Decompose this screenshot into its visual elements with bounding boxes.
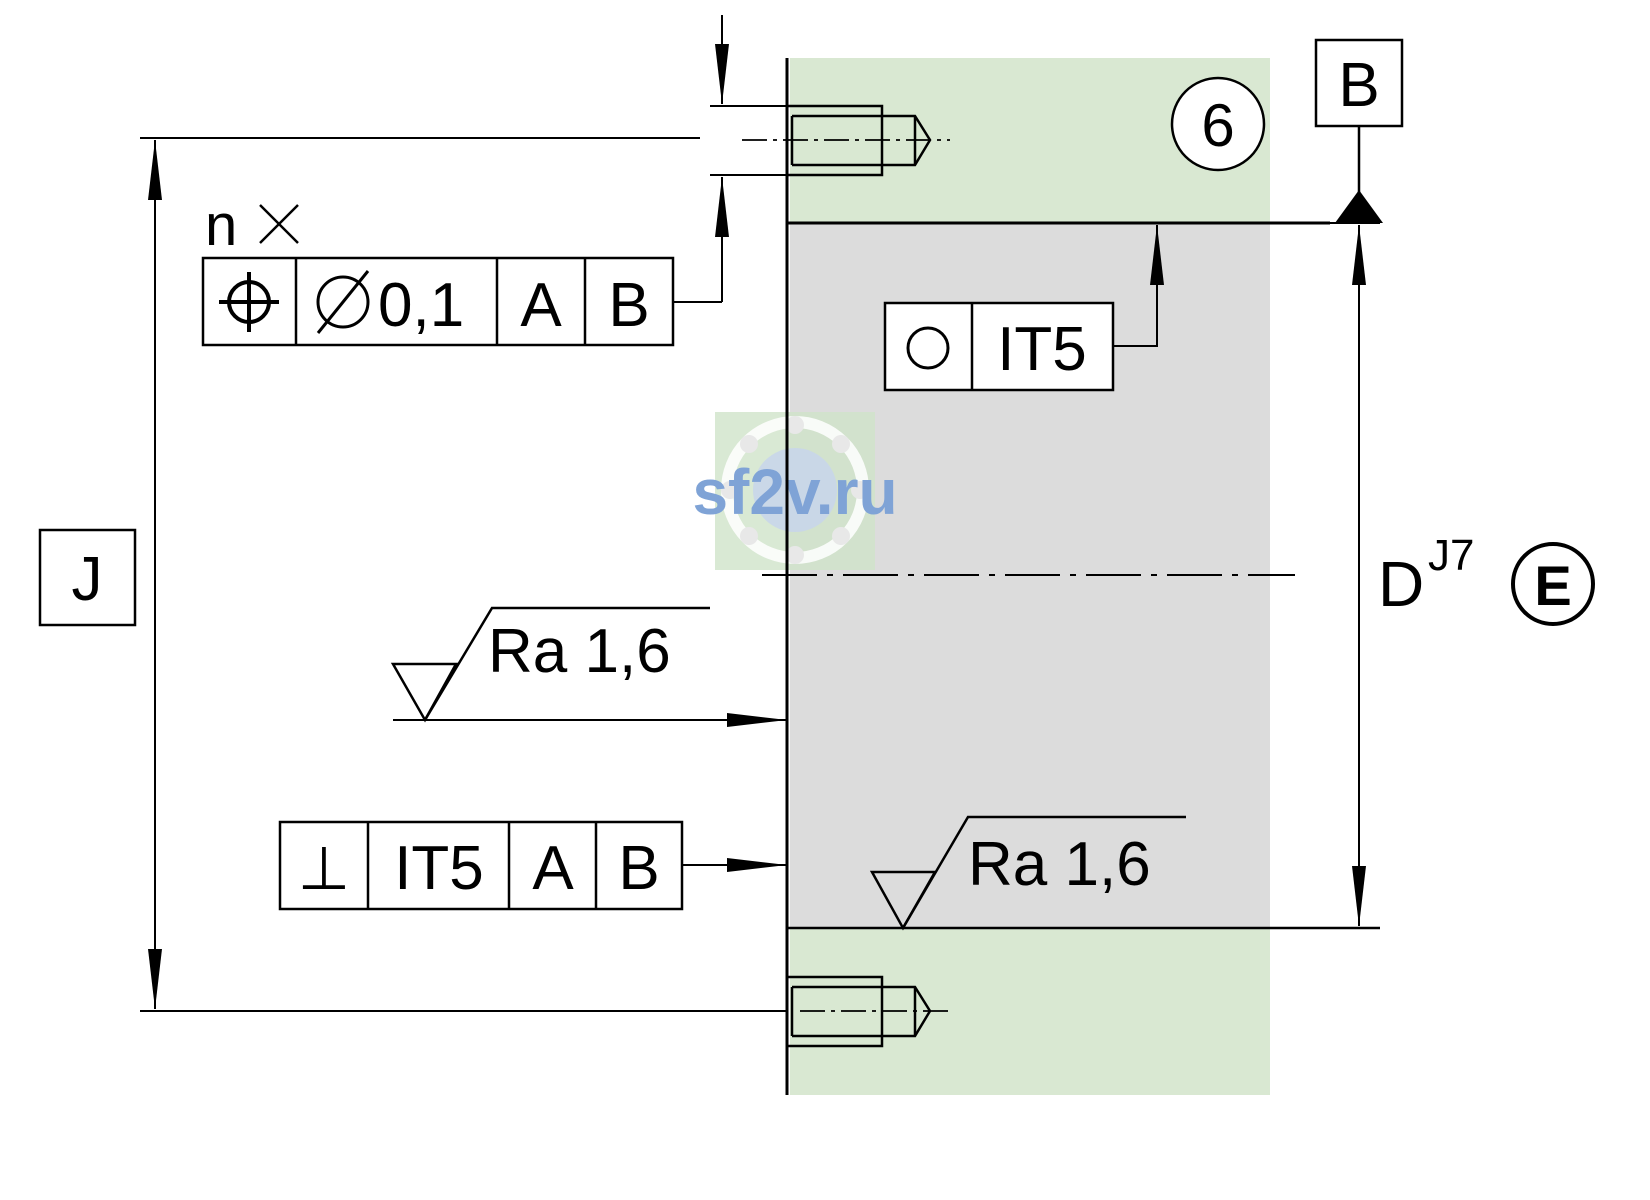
detail-number: 6 <box>1201 92 1234 159</box>
dim-J-label: J <box>72 545 103 614</box>
perpendicularity-datum-2: B <box>618 834 659 903</box>
perpendicularity-tolerance-frame <box>278 820 684 911</box>
perpendicularity-icon: ⊥ <box>298 835 350 902</box>
dim-J-box <box>38 528 137 627</box>
position-icon <box>219 272 279 332</box>
watermark-text: sf2v.ru <box>692 456 897 528</box>
position-datum-2: B <box>608 271 649 340</box>
perpendicularity-tolerance-value: IT5 <box>394 834 484 903</box>
roundness-tolerance-value: IT5 <box>997 315 1087 384</box>
datum-B-box <box>1314 38 1404 128</box>
diameter-icon <box>316 270 370 334</box>
roughness-left-value: Ra 1,6 <box>488 617 671 686</box>
detail-number-circle <box>1170 76 1266 172</box>
watermark-logo <box>715 412 875 570</box>
datum-triangle-icon <box>1335 190 1383 223</box>
circularity-icon <box>906 326 950 370</box>
datum-B-label: B <box>1338 51 1379 120</box>
dim-D-label: D <box>1378 548 1424 620</box>
roundness-tolerance-frame <box>883 301 1115 392</box>
roundness-leader <box>1113 225 1164 347</box>
housing-lower-zone <box>790 928 1270 1095</box>
position-datum-1: A <box>520 271 562 340</box>
roughness-symbol-left <box>390 606 710 723</box>
roughness-symbol-bottom <box>869 815 1186 931</box>
roughness-bottom-value: Ra 1,6 <box>968 830 1151 899</box>
multiply-icon <box>259 204 299 244</box>
envelope-label: E <box>1534 554 1571 617</box>
perpendicularity-datum-1: A <box>532 834 574 903</box>
dim-D-tolerance: J7 <box>1428 531 1474 580</box>
envelope-circle <box>1511 542 1595 626</box>
count-prefix: n <box>205 193 237 258</box>
position-tolerance-value: 0,1 <box>378 271 464 340</box>
position-tolerance-frame <box>201 256 675 347</box>
